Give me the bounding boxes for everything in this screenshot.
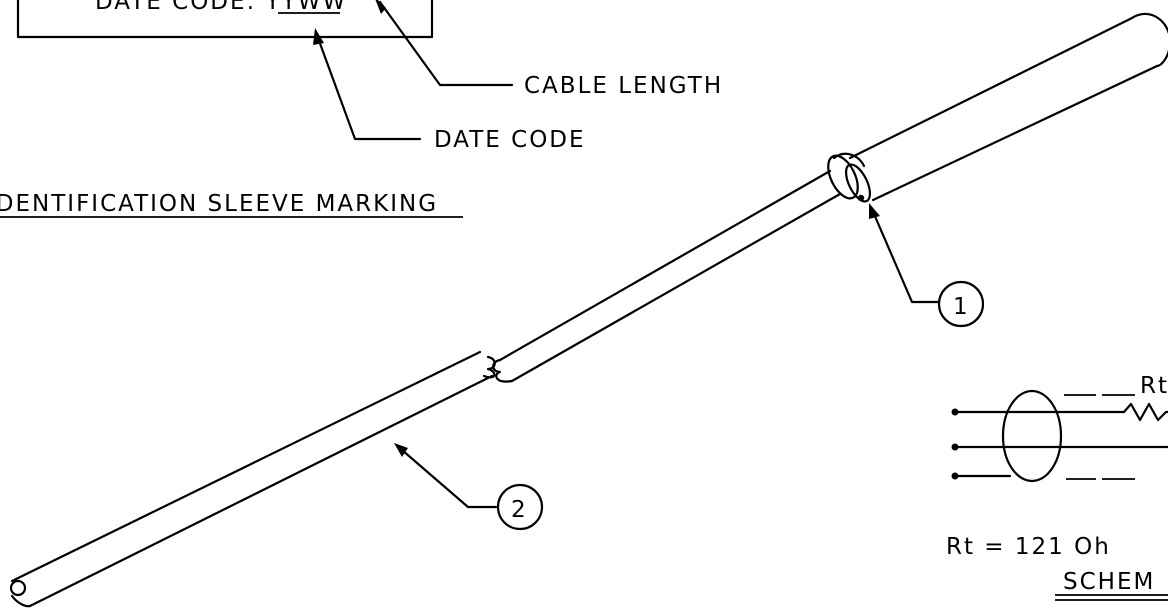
balloon-2 (496, 483, 544, 531)
date-code-label: DATE CODE (434, 127, 586, 153)
balloon-2-group: 2 (394, 443, 544, 531)
schematic-value: Rt = 121 Oh (946, 534, 1111, 560)
balloon-1-group: 1 (869, 203, 985, 328)
section-title-group: IDENTIFICATION SLEEVE MARKING (0, 191, 463, 218)
balloon-2-label: 2 (511, 497, 528, 523)
schematic-title: SCHEM (1063, 569, 1155, 595)
balloon-1 (937, 280, 985, 328)
arrowhead (394, 443, 408, 457)
sleeve-marking-box: DATE CODE: YYWW (16, 0, 434, 39)
date-code-leader: DATE CODE (313, 28, 586, 153)
date-code-line: DATE CODE: YYWW (95, 0, 347, 15)
arrowhead (313, 28, 324, 45)
arrowhead (375, 0, 386, 14)
cable-length-leader: CABLE LENGTH (375, 0, 723, 99)
arrowhead (869, 203, 880, 219)
schematic: Rt Rt = 121 Oh SCHEM (946, 373, 1168, 601)
balloon-1-label: 1 (953, 294, 970, 320)
cable-length-label: CABLE LENGTH (524, 73, 723, 99)
cable-shield (1001, 389, 1063, 483)
schematic-resistor-label: Rt (1140, 373, 1168, 399)
section-title: IDENTIFICATION SLEEVE MARKING (0, 191, 438, 217)
sensor-probe (9, 12, 1168, 608)
